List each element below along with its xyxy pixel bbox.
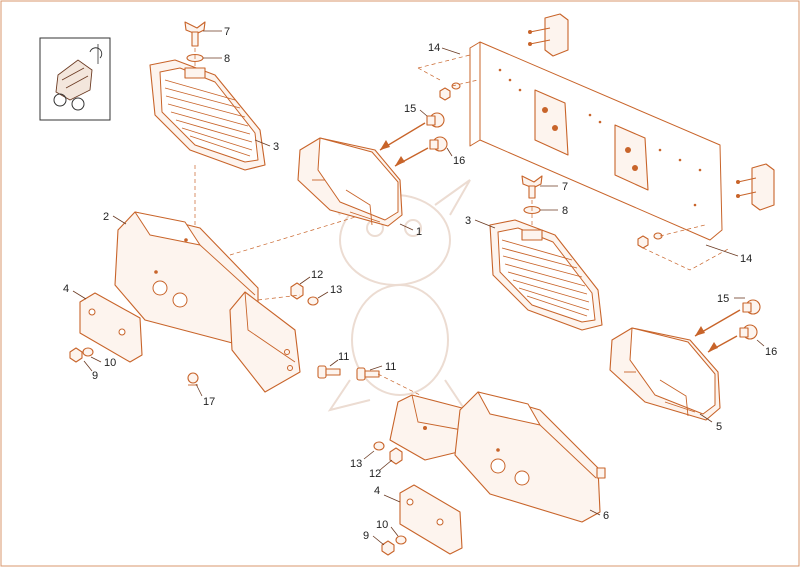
- part-13-washer-bottom: [373, 441, 385, 451]
- part-14-nut-bottom: [637, 235, 649, 249]
- callout-6: 6: [603, 510, 609, 522]
- callout-17: 17: [203, 396, 215, 408]
- callout-7-left: 7: [224, 26, 230, 38]
- part-4-plate-bottom: [399, 484, 463, 555]
- callout-13-center: 13: [330, 284, 342, 296]
- part-9-nut-bottom: [381, 540, 395, 556]
- part-17-cable-clip: [187, 372, 199, 386]
- callout-15-right: 15: [717, 293, 729, 305]
- part-12-nut-center: [290, 282, 304, 300]
- part-4-plate-left: [79, 292, 143, 363]
- callout-10-left: 10: [104, 357, 116, 369]
- part-15-bulb-right: [742, 299, 761, 315]
- callout-11-right: 11: [385, 361, 396, 373]
- callout-9-bottom: 9: [363, 530, 369, 542]
- callout-14-bottom: 14: [740, 253, 752, 265]
- part-13-washer-center: [307, 296, 319, 306]
- callout-16-center: 16: [453, 155, 465, 167]
- part-17-bracket: [229, 291, 301, 393]
- part-3-grille-left: [149, 59, 266, 171]
- part-16-bulb-center: [429, 136, 448, 152]
- part-3-grille-right: [489, 219, 603, 331]
- part-6-housing: [454, 391, 606, 523]
- part-5-lamp: [609, 327, 721, 421]
- part-15-bulb-center: [426, 112, 445, 128]
- part-12-nut-bottom: [389, 447, 403, 465]
- callout-12-bottom: 12: [369, 468, 381, 480]
- part-14-clamp-top: [528, 13, 569, 57]
- callout-1: 1: [416, 226, 422, 238]
- part-1-lamp: [297, 137, 403, 227]
- orientation-thumbnail: [39, 37, 111, 121]
- callout-12-center: 12: [311, 269, 323, 281]
- callout-3-left: 3: [273, 141, 279, 153]
- part-11-bolt-left: [317, 365, 341, 379]
- part-11-bolt-right: [356, 367, 380, 381]
- callout-16-right: 16: [765, 346, 777, 358]
- callout-8-left: 8: [224, 53, 230, 65]
- part-7-wing-bolt-right: [521, 175, 543, 199]
- callout-7-right: 7: [562, 181, 568, 193]
- callout-4-left: 4: [63, 283, 69, 295]
- callout-14-top: 14: [428, 42, 440, 54]
- part-14-frame: [469, 41, 723, 241]
- callout-2: 2: [103, 211, 109, 223]
- part-7-wing-bolt-left: [184, 21, 206, 47]
- part-10-washer-left: [82, 347, 94, 357]
- callout-8-right: 8: [562, 205, 568, 217]
- callout-3-right: 3: [465, 215, 471, 227]
- callout-15-center: 15: [404, 103, 416, 115]
- part-16-bulb-right: [739, 324, 758, 340]
- part-9-nut-left: [69, 347, 83, 363]
- callout-5: 5: [716, 421, 722, 433]
- callout-10-bottom: 10: [376, 519, 388, 531]
- callout-13-bottom: 13: [350, 458, 362, 470]
- part-14-nut-top: [439, 87, 451, 101]
- callout-leaders: [72, 30, 765, 546]
- callout-4-bottom: 4: [374, 485, 380, 497]
- part-2-housing-left: [114, 211, 259, 346]
- part-14-washer-bottom: [653, 232, 663, 240]
- callout-11-left: 11: [338, 351, 349, 363]
- part-14-clamp-right: [736, 163, 775, 211]
- part-10-washer-bottom: [395, 535, 407, 545]
- callout-9-left: 9: [92, 370, 98, 382]
